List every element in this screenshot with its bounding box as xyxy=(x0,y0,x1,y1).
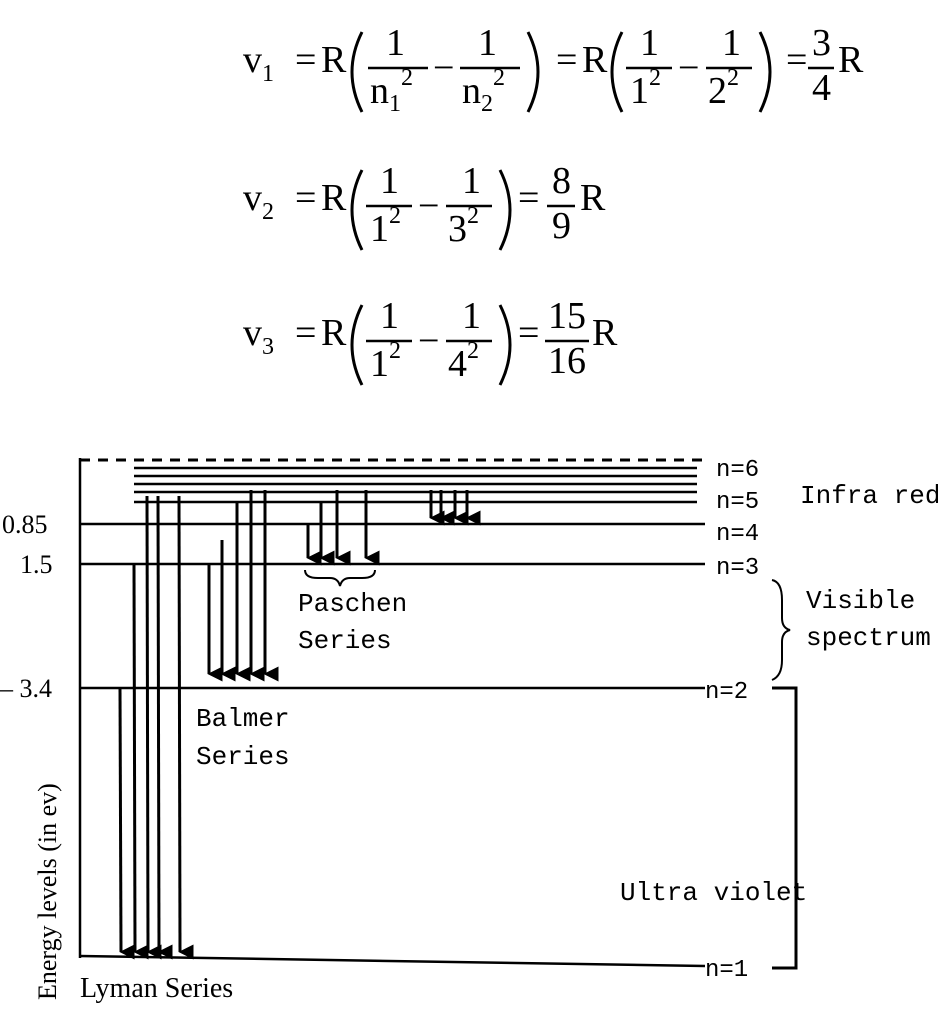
equations-block: v1 = R 1 n12 − 1 n22 = R 1 12 − 1 22 = 3… xyxy=(0,0,938,420)
eq1-term1-num: 1 xyxy=(386,22,405,64)
eq2-paren-close xyxy=(498,169,512,251)
eq3-minus: − xyxy=(418,320,439,362)
eq3-result-den: 16 xyxy=(548,340,586,382)
lyman-arrows xyxy=(118,495,194,960)
visible-brace xyxy=(771,579,791,681)
eq1-R-2: R xyxy=(582,39,608,81)
energy-level-diagram: Energy levels (in ev) 0.85 1.5 – 3.4 n=6… xyxy=(0,430,938,1024)
region-visible-line2: spectrum xyxy=(806,623,931,653)
level-label-n1: n=1 xyxy=(705,957,748,984)
eq3-lhs: v3 xyxy=(243,312,274,360)
region-visible-line1: Visible xyxy=(806,586,915,616)
eq2-paren-open xyxy=(350,169,364,251)
eq1-step2-term1-den: 12 xyxy=(630,65,661,112)
energy-label-3-4: – 3.4 xyxy=(0,674,52,703)
eq1-term1-den: n12 xyxy=(370,65,413,117)
lyman-arrow xyxy=(118,687,135,960)
eq3-equals-2: = xyxy=(518,312,539,354)
eq1-minus-2: − xyxy=(678,47,699,89)
eq3-paren-close xyxy=(498,304,512,386)
eq1-R: R xyxy=(321,39,347,81)
lyman-arrow xyxy=(156,495,173,960)
level-label-n6: n=6 xyxy=(716,457,759,484)
eq2-term2-num: 1 xyxy=(462,160,481,202)
energy-label-1-5: 1.5 xyxy=(20,550,53,579)
eq3-term2-num: 1 xyxy=(462,295,481,337)
equations-svg: v1 = R 1 n12 − 1 n22 = R 1 12 − 1 22 = 3… xyxy=(243,22,864,386)
eq1-paren2-open xyxy=(610,31,624,113)
paschen-label-line2: Series xyxy=(298,626,392,656)
eq3-term1-num: 1 xyxy=(380,295,399,337)
eq3-result-num: 15 xyxy=(548,295,586,337)
eq1-result-R: R xyxy=(838,39,864,81)
eq1-paren-close xyxy=(526,31,540,113)
paschen-arrows xyxy=(306,490,380,566)
paschen-brace xyxy=(304,569,376,587)
equation-v3: v3 = R 1 12 − 1 42 = 15 16 R xyxy=(243,295,618,386)
eq1-equals-3: = xyxy=(786,39,807,81)
paschen-label-line1: Paschen xyxy=(298,589,407,619)
y-axis-label: Energy levels (in ev) xyxy=(33,783,62,1000)
level-label-n2: n=2 xyxy=(705,679,748,706)
lyman-arrow xyxy=(145,495,162,960)
eq1-paren2-close xyxy=(758,31,772,113)
eq2-minus: − xyxy=(418,185,439,227)
equation-v1: v1 = R 1 n12 − 1 n22 = R 1 12 − 1 22 = 3… xyxy=(243,22,864,117)
eq2-lhs: v2 xyxy=(243,177,274,225)
eq3-term1-den: 12 xyxy=(370,338,401,385)
eq1-result-num: 3 xyxy=(812,22,831,64)
eq2-result-R: R xyxy=(580,177,606,219)
level-label-n5: n=5 xyxy=(716,489,759,516)
region-infra-red: Infra red xyxy=(800,481,938,511)
eq3-term2-den: 42 xyxy=(448,338,479,385)
level-label-n3: n=3 xyxy=(716,555,759,582)
brackett-arrows xyxy=(429,490,481,526)
eq1-step2-term2-den: 22 xyxy=(708,65,739,112)
eq3-equals-1: = xyxy=(295,312,316,354)
lyman-arrow xyxy=(177,495,194,960)
eq1-minus-1: − xyxy=(433,47,454,89)
level-line-n1 xyxy=(79,954,706,968)
eq2-equals-1: = xyxy=(295,177,316,219)
balmer-arrows xyxy=(207,490,279,682)
eq1-term2-num: 1 xyxy=(478,22,497,64)
eq1-step2-term2-num: 1 xyxy=(722,22,741,64)
eq2-R: R xyxy=(321,177,347,219)
eq2-term1-num: 1 xyxy=(380,160,399,202)
eq1-result-den: 4 xyxy=(812,67,831,109)
eq2-term2-den: 32 xyxy=(448,203,479,250)
diagram-svg: Energy levels (in ev) 0.85 1.5 – 3.4 n=6… xyxy=(0,457,938,1004)
eq2-result-num: 8 xyxy=(552,160,571,202)
eq2-result-den: 9 xyxy=(552,205,571,247)
ultra-violet-bracket xyxy=(772,686,798,970)
eq1-lhs: v1 xyxy=(243,39,274,87)
eq2-equals-2: = xyxy=(518,177,539,219)
eq1-term2-den: n22 xyxy=(462,65,505,117)
eq3-result-R: R xyxy=(592,312,618,354)
balmer-label-line1: Balmer xyxy=(196,704,290,734)
eq2-term1-den: 12 xyxy=(370,203,401,250)
lyman-label: Lyman Series xyxy=(80,973,233,1004)
eq1-equals-2: = xyxy=(556,39,577,81)
equation-v2: v2 = R 1 12 − 1 32 = 8 9 R xyxy=(243,160,606,251)
eq1-paren-open xyxy=(350,31,364,113)
eq3-R: R xyxy=(321,312,347,354)
balmer-label-line2: Series xyxy=(196,742,290,772)
eq3-paren-open xyxy=(350,304,364,386)
lyman-arrow xyxy=(132,563,149,960)
level-label-n4: n=4 xyxy=(716,521,759,548)
eq1-equals-1: = xyxy=(295,39,316,81)
energy-label-0-85: 0.85 xyxy=(2,510,48,539)
region-ultra-violet: Ultra violet xyxy=(620,878,807,908)
eq1-step2-term1-num: 1 xyxy=(640,22,659,64)
